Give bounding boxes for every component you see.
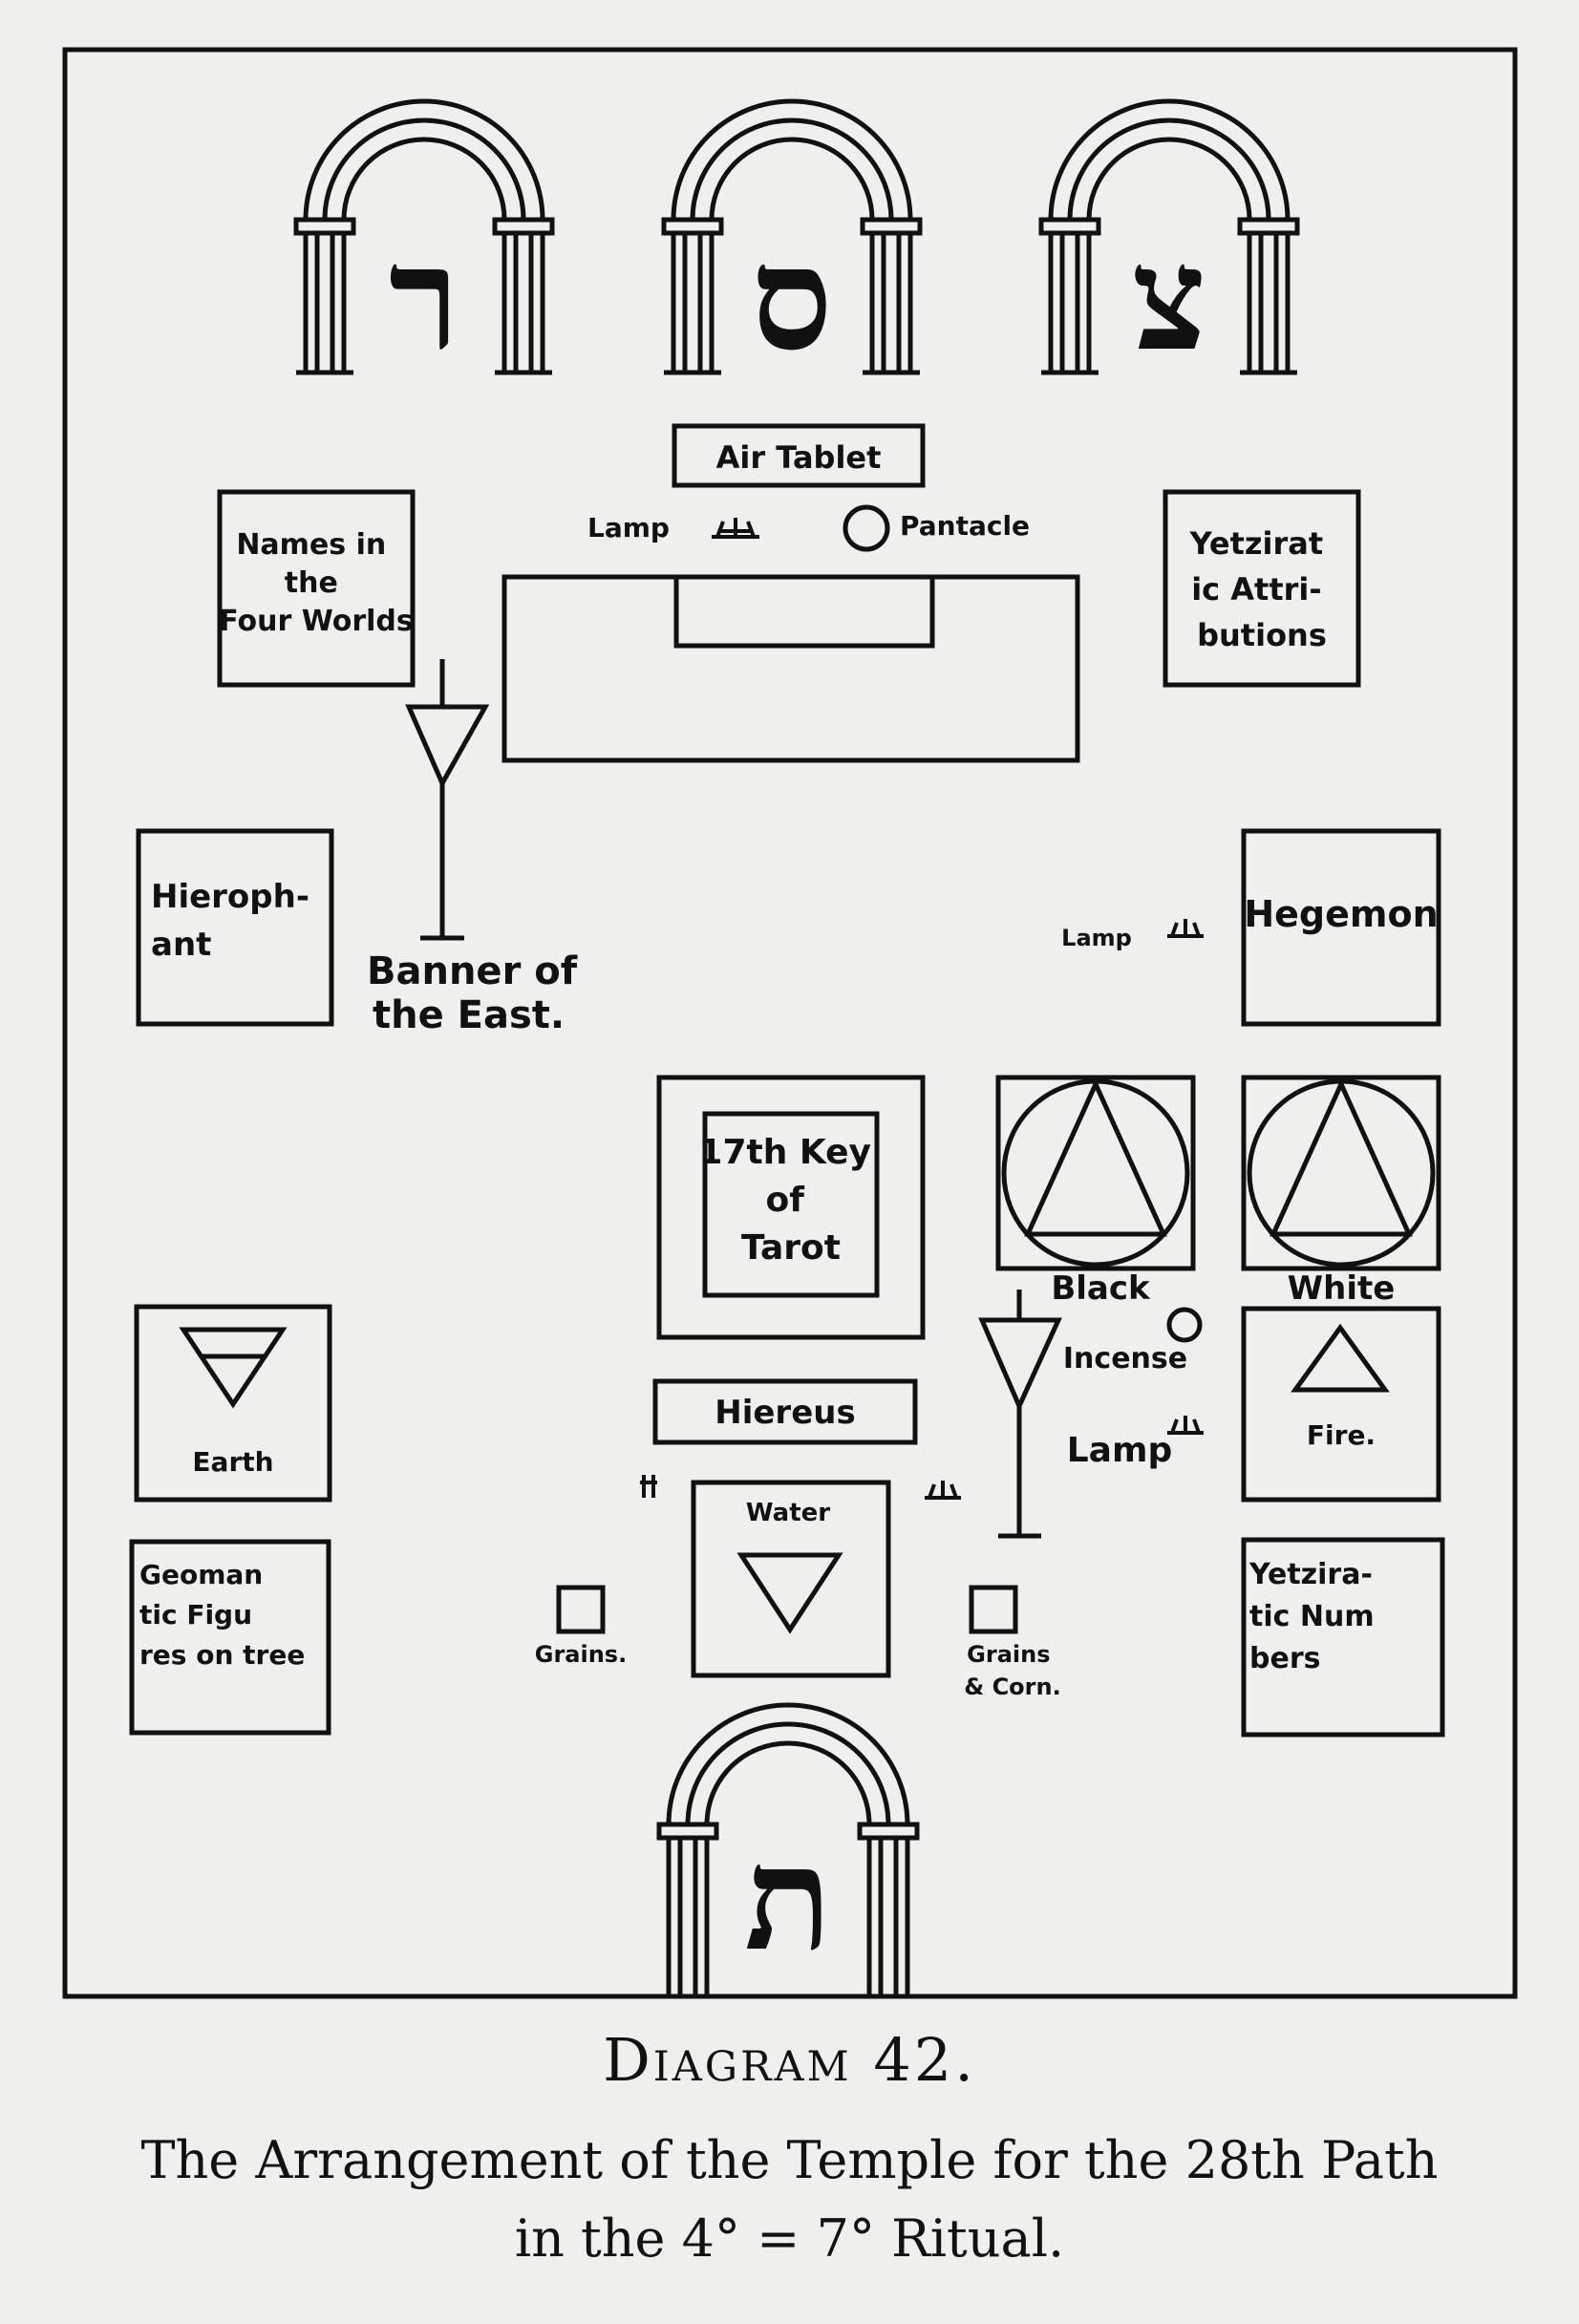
earth-label: Earth: [192, 1446, 273, 1478]
names-four-worlds-label: Names in the Four Worlds: [219, 528, 414, 638]
geomantic-label: Geoman tic Figu res on tree: [139, 1559, 305, 1671]
geomantic-box: [129, 1539, 331, 1736]
lamp-icon: [1167, 919, 1204, 938]
yetziratic-numbers-box: [1241, 1537, 1445, 1738]
hegemon-box: [1241, 828, 1441, 1027]
water-label: Water: [746, 1499, 830, 1527]
white-pillar: [1241, 1075, 1441, 1271]
hebrew-letter-tzaddi: צ: [1132, 215, 1207, 383]
names-four-worlds-box: [217, 489, 416, 688]
tarot-key-label: 17th Key of Tarot: [698, 1133, 883, 1268]
archway-tzaddi: [1038, 98, 1300, 375]
air-tablet-box: [672, 423, 926, 488]
white-pillar-label: White: [1288, 1269, 1396, 1308]
lamp-icon: [925, 1481, 961, 1500]
lamp-mid-label: Lamp: [1067, 1431, 1173, 1470]
caption: Diagram 42. The Arrangement of the Templ…: [0, 2025, 1579, 2278]
lamp-top-label: Lamp: [587, 512, 670, 544]
altar-inset: [673, 577, 935, 649]
banner-of-the-west: [978, 1290, 1062, 1539]
lamp-hegemon-label: Lamp: [1061, 925, 1132, 951]
hiereus-label: Hiereus: [715, 1394, 855, 1432]
hebrew-letter-resh: ר: [389, 215, 459, 383]
banner-of-the-east-label: Banner of the East.: [367, 949, 590, 1037]
black-pillar: [995, 1075, 1196, 1271]
lamp-icon: [640, 1475, 657, 1498]
archway-resh: [293, 98, 555, 375]
tarot-inner-box: [702, 1111, 880, 1298]
grains-box: [556, 1585, 606, 1634]
pantacle-label: Pantacle: [900, 510, 1030, 542]
yetziratic-attributions-label: Yetzirat ic Attri- butions: [1189, 525, 1334, 653]
diagram-title: Diagram 42.: [603, 2025, 976, 2095]
banner-of-the-east: [405, 659, 490, 941]
hebrew-letter-tau: ת: [744, 1815, 831, 1983]
grains-corn-label: Grains & Corn.: [964, 1641, 1060, 1700]
hierophant-label: Hieroph- ant: [151, 878, 321, 964]
water-box: [691, 1480, 891, 1678]
hiereus-box: [652, 1378, 918, 1445]
altar: [501, 574, 1080, 763]
caption-line-2: in the 4° = 7° Ritual.: [514, 2208, 1065, 2269]
incense-label: Incense: [1063, 1342, 1187, 1375]
hegemon-label: Hegemon: [1244, 893, 1438, 935]
archway-tau: [656, 1702, 920, 1996]
caption-line-1: The Arrangement of the Temple for the 28…: [140, 2130, 1439, 2190]
air-tablet-label: Air Tablet: [716, 439, 882, 476]
incense-symbol: [1166, 1307, 1203, 1343]
earth-box: [134, 1304, 332, 1503]
black-pillar-label: Black: [1051, 1269, 1151, 1308]
grains-corn-box: [969, 1585, 1018, 1634]
yetziratic-numbers-label: Yetzira- tic Num bers: [1248, 1558, 1384, 1675]
archway-samekh: [661, 98, 923, 375]
hebrew-letter-samekh: ס: [751, 215, 832, 383]
yetziratic-attributions-box: [1163, 489, 1361, 688]
pantacle-symbol: [843, 504, 890, 552]
lamp-icon: [1167, 1416, 1204, 1435]
grains-label: Grains.: [535, 1641, 627, 1668]
fire-box: [1241, 1306, 1441, 1503]
temple-frame: [62, 47, 1518, 1999]
tarot-outer-box: [656, 1075, 926, 1340]
fire-label: Fire.: [1307, 1419, 1376, 1451]
hierophant-box: [136, 828, 334, 1027]
lamp-icon: [712, 518, 759, 539]
